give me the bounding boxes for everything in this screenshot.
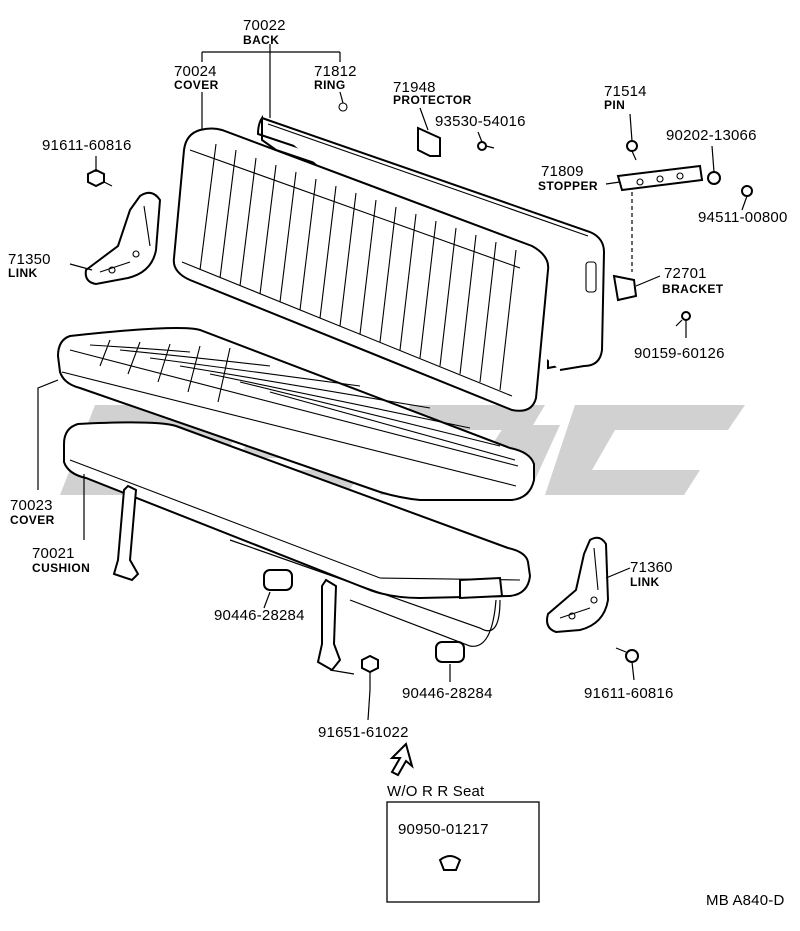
- hollow-arrow: [389, 742, 414, 777]
- part-number-94511-00800: 94511-00800: [698, 209, 788, 226]
- part-number-71350: 71350: [8, 251, 51, 268]
- seat-back-cover: [172, 127, 550, 412]
- part-label-link-right: LINK: [630, 575, 660, 589]
- part-number-90202-13066: 90202-13066: [666, 127, 757, 144]
- part-label-cover: COVER: [174, 78, 219, 92]
- stopper-icon: [616, 164, 704, 192]
- seat-cushion-cover: [56, 327, 535, 501]
- bolt-icon: [87, 168, 105, 188]
- bracket-icon: [612, 274, 638, 302]
- link-right: [546, 536, 610, 634]
- pin-icon: [626, 140, 638, 152]
- part-number-72701: 72701: [664, 265, 707, 282]
- part-number-70022: 70022: [243, 17, 286, 34]
- part-label-stopper: STOPPER: [538, 179, 598, 193]
- clip-icon: [438, 855, 462, 871]
- part-label-protector: PROTECTOR: [393, 93, 472, 107]
- part-number-71948: 71948: [393, 79, 436, 96]
- part-labels: 70022 BACK 70024 COVER 71812 RING 71948 …: [8, 17, 788, 741]
- part-number-93530-54016: 93530-54016: [435, 113, 526, 130]
- protector-icon: [417, 126, 441, 157]
- part-label-link-left: LINK: [8, 266, 38, 280]
- part-label-back: BACK: [243, 33, 279, 47]
- part-number-70024: 70024: [174, 63, 217, 80]
- inset-part-number: 90950-01217: [398, 821, 489, 838]
- inset-box: [386, 801, 540, 903]
- part-number-71809: 71809: [541, 163, 584, 180]
- part-number-90446-28284-right: 90446-28284: [402, 685, 493, 702]
- link-left: [84, 191, 162, 286]
- nut-icon: [707, 171, 721, 185]
- part-number-71360: 71360: [630, 559, 673, 576]
- part-number-91611-60816-bottom: 91611-60816: [584, 685, 674, 702]
- diagram-reference: MB A840-D: [706, 892, 785, 909]
- part-number-70021: 70021: [32, 545, 75, 562]
- part-label-cushion: CUSHION: [32, 561, 90, 575]
- part-label-bracket: BRACKET: [662, 282, 724, 296]
- seat-cushion-base: [63, 421, 532, 600]
- nut-icon-2: [741, 185, 753, 197]
- bushing-icon: [263, 569, 293, 591]
- part-number-90446-28284-left: 90446-28284: [214, 607, 305, 624]
- leader-lines: [37, 44, 748, 721]
- part-number-90159-60126: 90159-60126: [634, 345, 725, 362]
- part-number-91611-60816-top: 91611-60816: [42, 137, 132, 154]
- part-label-ring: RING: [314, 78, 346, 92]
- part-number-71514: 71514: [604, 83, 647, 100]
- part-number-70023: 70023: [10, 497, 53, 514]
- bushing-icon-2: [435, 641, 465, 663]
- seat-legs: [112, 484, 501, 672]
- part-number-71812: 71812: [314, 63, 357, 80]
- part-label-pin: PIN: [604, 98, 625, 112]
- inset-title: W/O R R Seat: [387, 783, 485, 800]
- inset-without-rear-seat: W/O R R Seat 90950-01217: [386, 783, 540, 903]
- ring-icon: [338, 102, 348, 112]
- part-number-91651-61022: 91651-61022: [318, 724, 409, 741]
- part-label-cover-cushion: COVER: [10, 513, 55, 527]
